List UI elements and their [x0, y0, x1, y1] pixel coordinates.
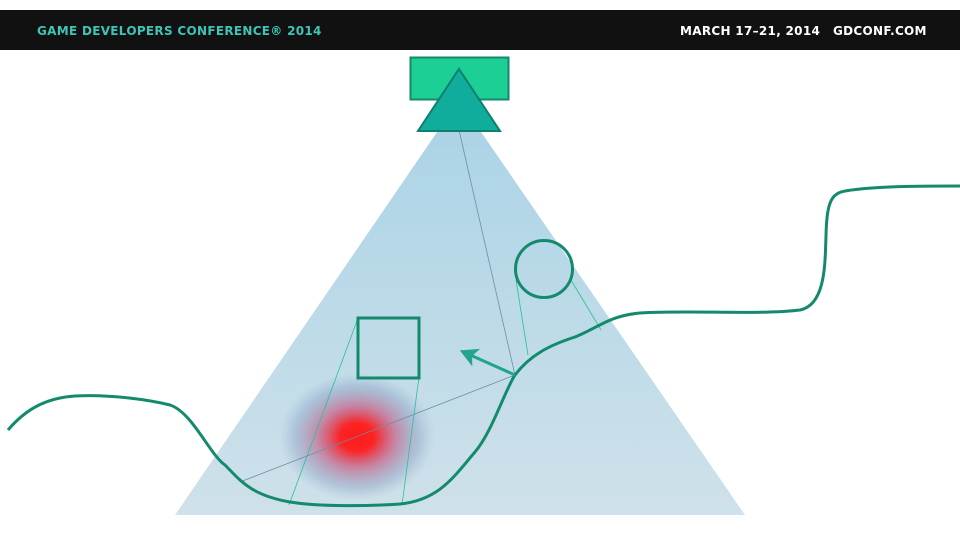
- square-occluder: [356, 316, 421, 380]
- surface-normal-arrow: [459, 348, 516, 377]
- square-projection-left: [288, 317, 359, 506]
- square-projection-right: [401, 376, 420, 506]
- light-cone: [175, 100, 745, 515]
- circle-projection-left: [515, 279, 529, 356]
- conference-website[interactable]: GDCONF.COM: [833, 24, 927, 38]
- circle-projection-right: [570, 279, 602, 331]
- conference-title: GAME DEVELOPERS CONFERENCE® 2014: [37, 24, 322, 38]
- conference-dates: MARCH 17–21, 2014: [680, 24, 821, 38]
- header-bar: [0, 10, 960, 50]
- light-source-triangle: [416, 67, 502, 132]
- light-ray-vertical: [458, 129, 516, 376]
- terrain-curve: [6, 184, 960, 508]
- light-ray-reflected: [239, 374, 516, 483]
- circle-occluder: [514, 239, 574, 299]
- red-hotspot: [279, 373, 435, 501]
